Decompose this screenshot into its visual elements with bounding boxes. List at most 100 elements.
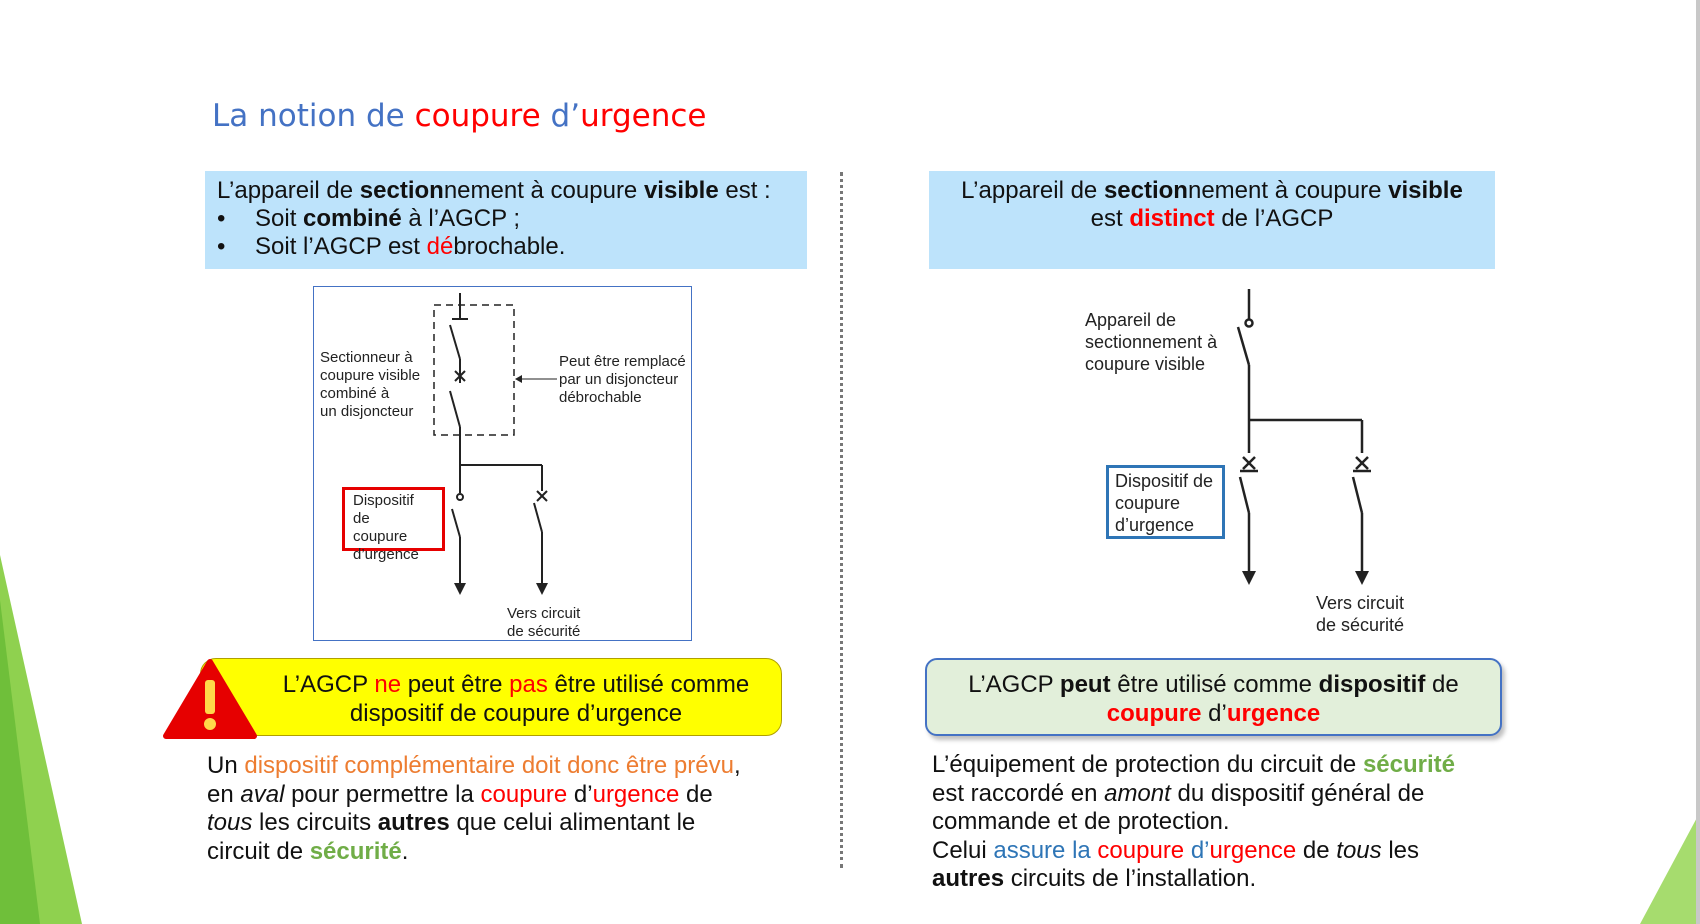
text-bold: combiné bbox=[303, 205, 402, 232]
right-box-line-2: est distinct de l’AGCP bbox=[939, 205, 1485, 233]
text: L’appareil de bbox=[217, 177, 360, 204]
text: L’AGCP bbox=[968, 671, 1060, 698]
text: en bbox=[207, 780, 241, 808]
text: Vers circuit bbox=[1316, 593, 1405, 613]
warning-box: L’AGCP ne peut être pas être utilisé com… bbox=[200, 658, 782, 736]
text-bold: dispositif bbox=[1318, 671, 1426, 698]
text: à l’AGCP ; bbox=[401, 205, 520, 232]
text: d’urgence bbox=[353, 546, 419, 563]
text-red-bold: urgence bbox=[1226, 700, 1321, 727]
text: coupure bbox=[353, 528, 408, 545]
title-text-4: urgence bbox=[580, 98, 707, 134]
left-diagram-lines bbox=[433, 293, 557, 595]
text-green-bold: sécurité bbox=[1362, 751, 1456, 778]
right-paragraph: L’équipement de protection du circuit de… bbox=[932, 751, 1562, 894]
text: de bbox=[1425, 671, 1459, 698]
right-diagram-label-appareil: Appareil de sectionnement à coupure visi… bbox=[1085, 309, 1217, 375]
text: d’urgence bbox=[1115, 515, 1195, 535]
text: d’ bbox=[567, 780, 593, 808]
warning-line-1: L’AGCP ne peut être pas être utilisé com… bbox=[261, 670, 771, 699]
bullet-icon: • bbox=[217, 205, 226, 232]
text: est : bbox=[718, 177, 771, 204]
right-diagram-emergency-label: Dispositif de coupure d’urgence bbox=[1106, 465, 1225, 539]
text: Vers circuit bbox=[507, 605, 581, 622]
para-right-line-3: commande et de protection. bbox=[932, 808, 1230, 835]
left-diagram-label-replace: Peut être remplacé par un disjoncteur dé… bbox=[559, 353, 686, 407]
text-italic: tous bbox=[207, 809, 253, 836]
text-bold: autres bbox=[932, 865, 1005, 892]
text-orange: dispositif complémentaire doit donc être… bbox=[244, 752, 734, 779]
text: Sectionneur à bbox=[320, 349, 413, 366]
para-left-line-4: circuit de sécurité. bbox=[207, 838, 827, 867]
text: circuits de l’installation. bbox=[1004, 865, 1257, 892]
text-red: dé bbox=[426, 233, 454, 260]
text: peut être bbox=[401, 671, 510, 698]
right-box-line-1: L’appareil de sectionnement à coupure vi… bbox=[939, 177, 1485, 205]
text: de bbox=[679, 780, 713, 808]
text-red: urgence bbox=[592, 780, 680, 808]
text-blue: assure la bbox=[993, 836, 1098, 864]
text-red: coupure bbox=[480, 780, 568, 808]
para-right-line-1: L’équipement de protection du circuit de… bbox=[932, 751, 1562, 780]
left-wiring-diagram: Sectionneur à coupure visible combiné à … bbox=[313, 286, 692, 641]
info-box-agcp: L’AGCP peut être utilisé comme dispositi… bbox=[925, 658, 1502, 736]
text: débrochable bbox=[559, 389, 642, 406]
text: les bbox=[1381, 836, 1420, 864]
left-box-bullet-1: • Soit combiné à l’AGCP ; bbox=[217, 205, 795, 233]
dotted-divider bbox=[840, 172, 843, 868]
text: L’AGCP bbox=[282, 671, 375, 698]
text: L’équipement de protection du circuit de bbox=[932, 751, 1363, 778]
left-box-line-1: L’appareil de sectionnement à coupure vi… bbox=[217, 177, 795, 205]
text: coupure visible bbox=[320, 367, 421, 384]
text: nement à coupure bbox=[443, 177, 644, 204]
text-red: pas bbox=[509, 671, 548, 698]
text: Soit bbox=[255, 205, 304, 232]
text: de sécurité bbox=[507, 623, 581, 640]
text: par un disjoncteur bbox=[559, 371, 679, 388]
text-italic: amont bbox=[1104, 779, 1171, 807]
text: Peut être remplacé bbox=[559, 353, 686, 370]
page-title: La notion de coupure d’urgence bbox=[212, 98, 706, 134]
left-diagram-safety-label: Vers circuit de sécurité bbox=[507, 605, 580, 641]
text: brochable. bbox=[453, 233, 566, 260]
title-text-3: d’ bbox=[540, 98, 581, 134]
right-green-triangle bbox=[1640, 812, 1700, 924]
text: pour permettre la bbox=[284, 780, 481, 808]
text: sectionnement à bbox=[1085, 332, 1218, 352]
ok-line-1: L’AGCP peut être utilisé comme dispositi… bbox=[937, 670, 1490, 699]
text-red-bold: distinct bbox=[1129, 205, 1215, 232]
text-bold: visible bbox=[643, 177, 719, 204]
bullet-icon: • bbox=[217, 233, 226, 260]
right-wiring-diagram: Appareil de sectionnement à coupure visi… bbox=[1080, 285, 1420, 645]
text-bold: visible bbox=[1388, 177, 1463, 204]
text: du dispositif général de bbox=[1170, 779, 1425, 807]
text: les circuits bbox=[252, 809, 378, 836]
text: de l’AGCP bbox=[1214, 205, 1334, 232]
text-red: coupure bbox=[1097, 836, 1185, 864]
para-left-line-3: tous les circuits autres que celui alime… bbox=[207, 809, 827, 838]
text-italic: aval bbox=[240, 780, 285, 808]
text: est raccordé en bbox=[932, 779, 1105, 807]
para-right-line-4: Celui assure la coupure d’urgence de tou… bbox=[932, 837, 1562, 866]
text: Soit l’AGCP est bbox=[255, 233, 427, 260]
text-green-bold: sécurité bbox=[309, 837, 402, 865]
warning-triangle-icon bbox=[163, 659, 257, 739]
left-diagram-label-sectionneur: Sectionneur à coupure visible combiné à … bbox=[320, 349, 420, 421]
text: de bbox=[1296, 836, 1337, 864]
text-italic: tous bbox=[1336, 836, 1382, 864]
text: . bbox=[401, 837, 409, 865]
text: Un bbox=[207, 752, 245, 779]
text: est bbox=[1090, 205, 1130, 232]
text: d’ bbox=[1201, 700, 1227, 727]
text-bold: peut bbox=[1059, 671, 1111, 698]
left-diagram-emergency-label: Dispositif de coupure d’urgence bbox=[342, 487, 445, 563]
left-paragraph: Un dispositif complémentaire doit donc ê… bbox=[207, 752, 827, 866]
text: L’appareil de bbox=[961, 177, 1104, 204]
text: coupure bbox=[1115, 493, 1181, 513]
text: Dispositif de bbox=[353, 492, 414, 527]
title-text-2: coupure bbox=[414, 98, 541, 134]
text: nement à coupure bbox=[1187, 177, 1389, 204]
text: , bbox=[733, 752, 741, 779]
